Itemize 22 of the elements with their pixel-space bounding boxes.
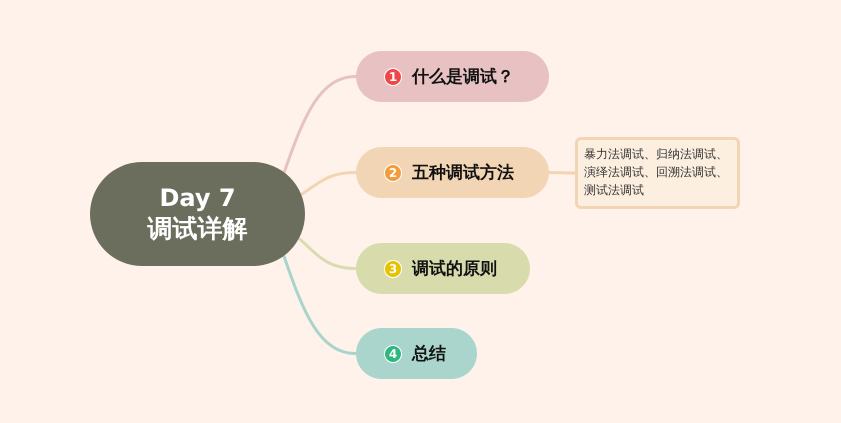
- branch-line: [282, 75, 356, 173]
- topic-label: 总结: [412, 343, 446, 365]
- note-text: 暴力法调试、归纳法调试、演绎法调试、回溯法调试、测试法调试: [584, 146, 729, 199]
- topic-label: 五种调试方法: [412, 162, 514, 184]
- number-badge: 1: [384, 68, 402, 86]
- topic-pill: [356, 147, 549, 198]
- topic-title: 调试详解: [148, 213, 248, 245]
- topic-label: 调试的原则: [412, 258, 497, 280]
- number-badge: 3: [384, 260, 402, 278]
- topic-label: 什么是调试？: [412, 66, 514, 88]
- topic-pill: [356, 51, 549, 102]
- number-badge: 4: [384, 344, 402, 362]
- topic-pill: [356, 328, 477, 379]
- note-box: [575, 137, 740, 209]
- branch-line: [282, 255, 356, 355]
- topic-title: Day 7: [159, 183, 236, 213]
- topic-pill: [356, 243, 530, 294]
- branch-line: [298, 237, 356, 270]
- branch-line: [300, 171, 356, 196]
- branch-line: [548, 171, 575, 174]
- number-badge: 2: [384, 164, 402, 182]
- central-topic: [90, 162, 305, 266]
